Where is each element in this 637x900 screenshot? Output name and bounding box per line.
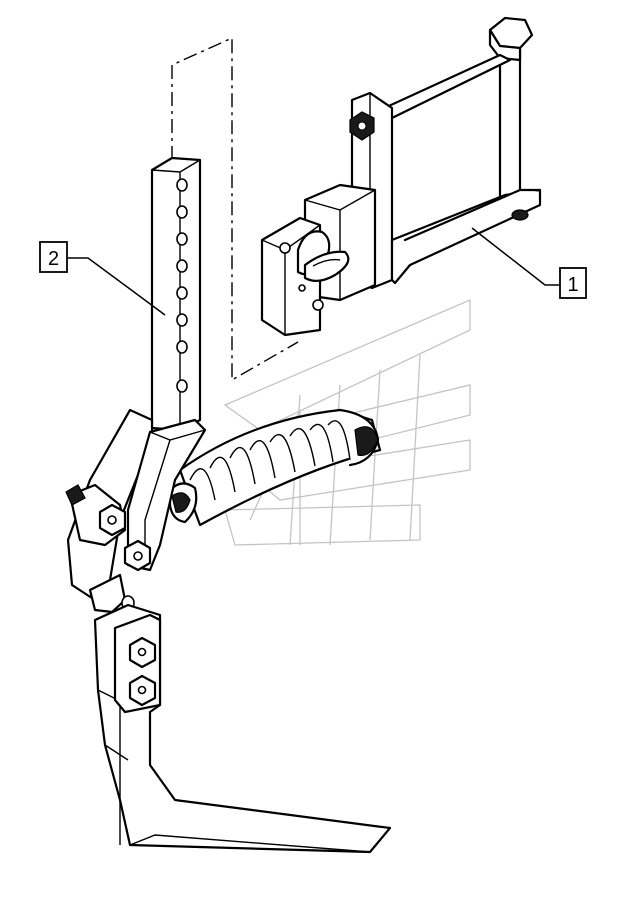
shank-bar-part-2: [150, 156, 202, 432]
callout-2: 2: [39, 241, 166, 316]
callout-2-label: 2: [48, 248, 59, 270]
pivot-frame: [65, 408, 207, 614]
callout-1-leader: [471, 227, 560, 286]
callout-1: 1: [471, 227, 587, 299]
cultivator-tine: [93, 603, 392, 854]
spring-assembly: [168, 408, 382, 527]
callout-2-leader: [68, 257, 166, 316]
mounting-bracket-part-1: [260, 16, 542, 337]
assembly-centerline: [171, 36, 299, 382]
callout-1-label: 1: [567, 274, 578, 296]
